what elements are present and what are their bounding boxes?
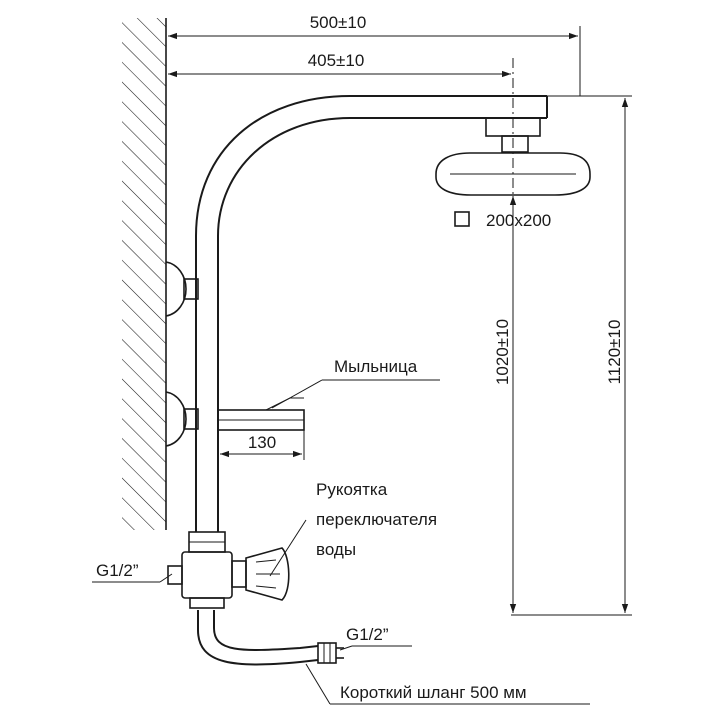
dimension-total-height-label: 1120±10 bbox=[605, 320, 624, 385]
dimension-head-size-label: 200x200 bbox=[486, 211, 551, 230]
inlet-thread-label: G1/2” bbox=[96, 561, 139, 580]
switch-handle bbox=[245, 547, 290, 601]
wall bbox=[122, 18, 167, 530]
dimension-soap-dish: 130 bbox=[220, 430, 305, 460]
callout-short-hose: Короткий шланг 500 мм bbox=[305, 663, 590, 705]
callout-switch-handle: Рукоятка переключателя воды bbox=[269, 480, 437, 577]
dimension-soap-dish-label: 130 bbox=[248, 433, 276, 452]
shower-head bbox=[435, 58, 591, 208]
short-hose-label: Короткий шланг 500 мм bbox=[340, 683, 527, 702]
dimension-total-width: 500±10 bbox=[165, 13, 581, 96]
switch-handle-label-line2: переключателя bbox=[316, 510, 437, 529]
switch-handle-label-line1: Рукоятка bbox=[316, 480, 388, 499]
dimension-head-offset: 405±10 bbox=[168, 51, 511, 78]
mixer-body bbox=[167, 531, 247, 609]
switch-handle-label-line3: воды bbox=[316, 540, 356, 559]
callout-hose-thread: G1/2” bbox=[339, 625, 412, 651]
soap-dish-label: Мыльница bbox=[334, 357, 418, 376]
dimension-head-height-label: 1020±10 bbox=[493, 319, 512, 385]
dimension-total-width-label: 500±10 bbox=[310, 13, 367, 32]
square-head-symbol bbox=[454, 211, 470, 227]
wall-bracket-lower bbox=[165, 391, 199, 447]
dimension-head-offset-label: 405±10 bbox=[308, 51, 365, 70]
callout-inlet-thread: G1/2” bbox=[92, 561, 173, 583]
short-hose bbox=[197, 610, 344, 666]
dimension-total-height: 1120±10 bbox=[511, 95, 632, 616]
hose-thread-label: G1/2” bbox=[346, 625, 389, 644]
soap-dish bbox=[217, 397, 305, 431]
wall-bracket-upper bbox=[165, 261, 199, 317]
dimension-head-height: 1020±10 bbox=[493, 196, 517, 613]
callout-soap-dish: Мыльница bbox=[271, 357, 440, 409]
riser-pipe bbox=[195, 95, 548, 532]
